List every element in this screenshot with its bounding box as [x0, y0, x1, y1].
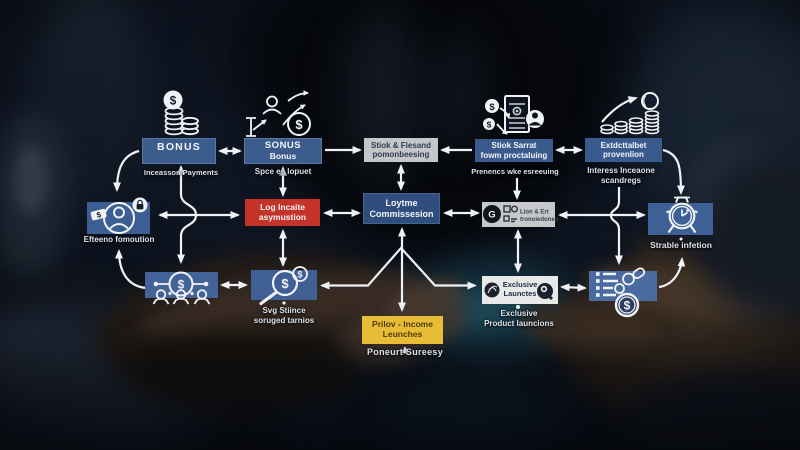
svg-text:$: $	[170, 94, 177, 108]
svg-text:$: $	[297, 270, 302, 280]
svg-text:$: $	[96, 210, 103, 220]
svg-text:$: $	[487, 120, 492, 130]
svg-text:tronoiedoneo: tronoiedoneo	[520, 217, 559, 223]
svg-text:$: $	[489, 102, 495, 113]
svg-text:$: $	[295, 117, 303, 132]
svg-text:Lion & Ert: Lion & Ert	[520, 210, 549, 216]
svg-text:$: $	[281, 276, 289, 291]
svg-text:G: G	[488, 210, 495, 221]
svg-text:$: $	[624, 299, 631, 313]
svg-text:$: $	[178, 278, 185, 292]
